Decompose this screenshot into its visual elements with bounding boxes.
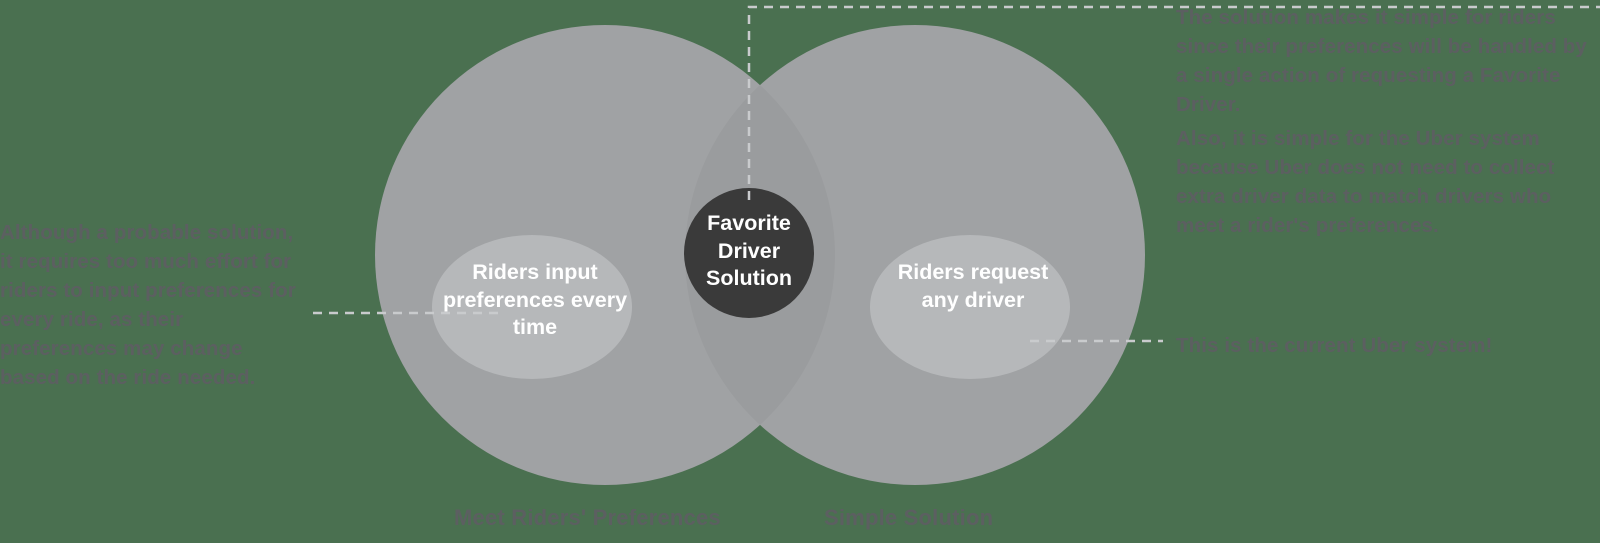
right-annotation-text: This is the current Uber system!: [1176, 334, 1493, 357]
right-inner-bubble: [870, 235, 1070, 379]
left-annotation-text: Although a probable solution, it require…: [0, 221, 296, 389]
right-set-axis-label: Simple Solution: [824, 505, 994, 530]
left-set-axis-label: Meet Riders' Preferences: [454, 505, 721, 530]
intersection-lens: [685, 25, 835, 485]
connector-top-dashed: [747, 5, 1600, 200]
center-intersection-bubble: [684, 188, 814, 318]
intersection-annotation-text-2: Also, it is simple for the Uber system b…: [1176, 127, 1555, 237]
left-inner-bubble: [432, 235, 632, 379]
intersection-annotation-text-1: The solution makes it simple for riders …: [1176, 6, 1587, 116]
